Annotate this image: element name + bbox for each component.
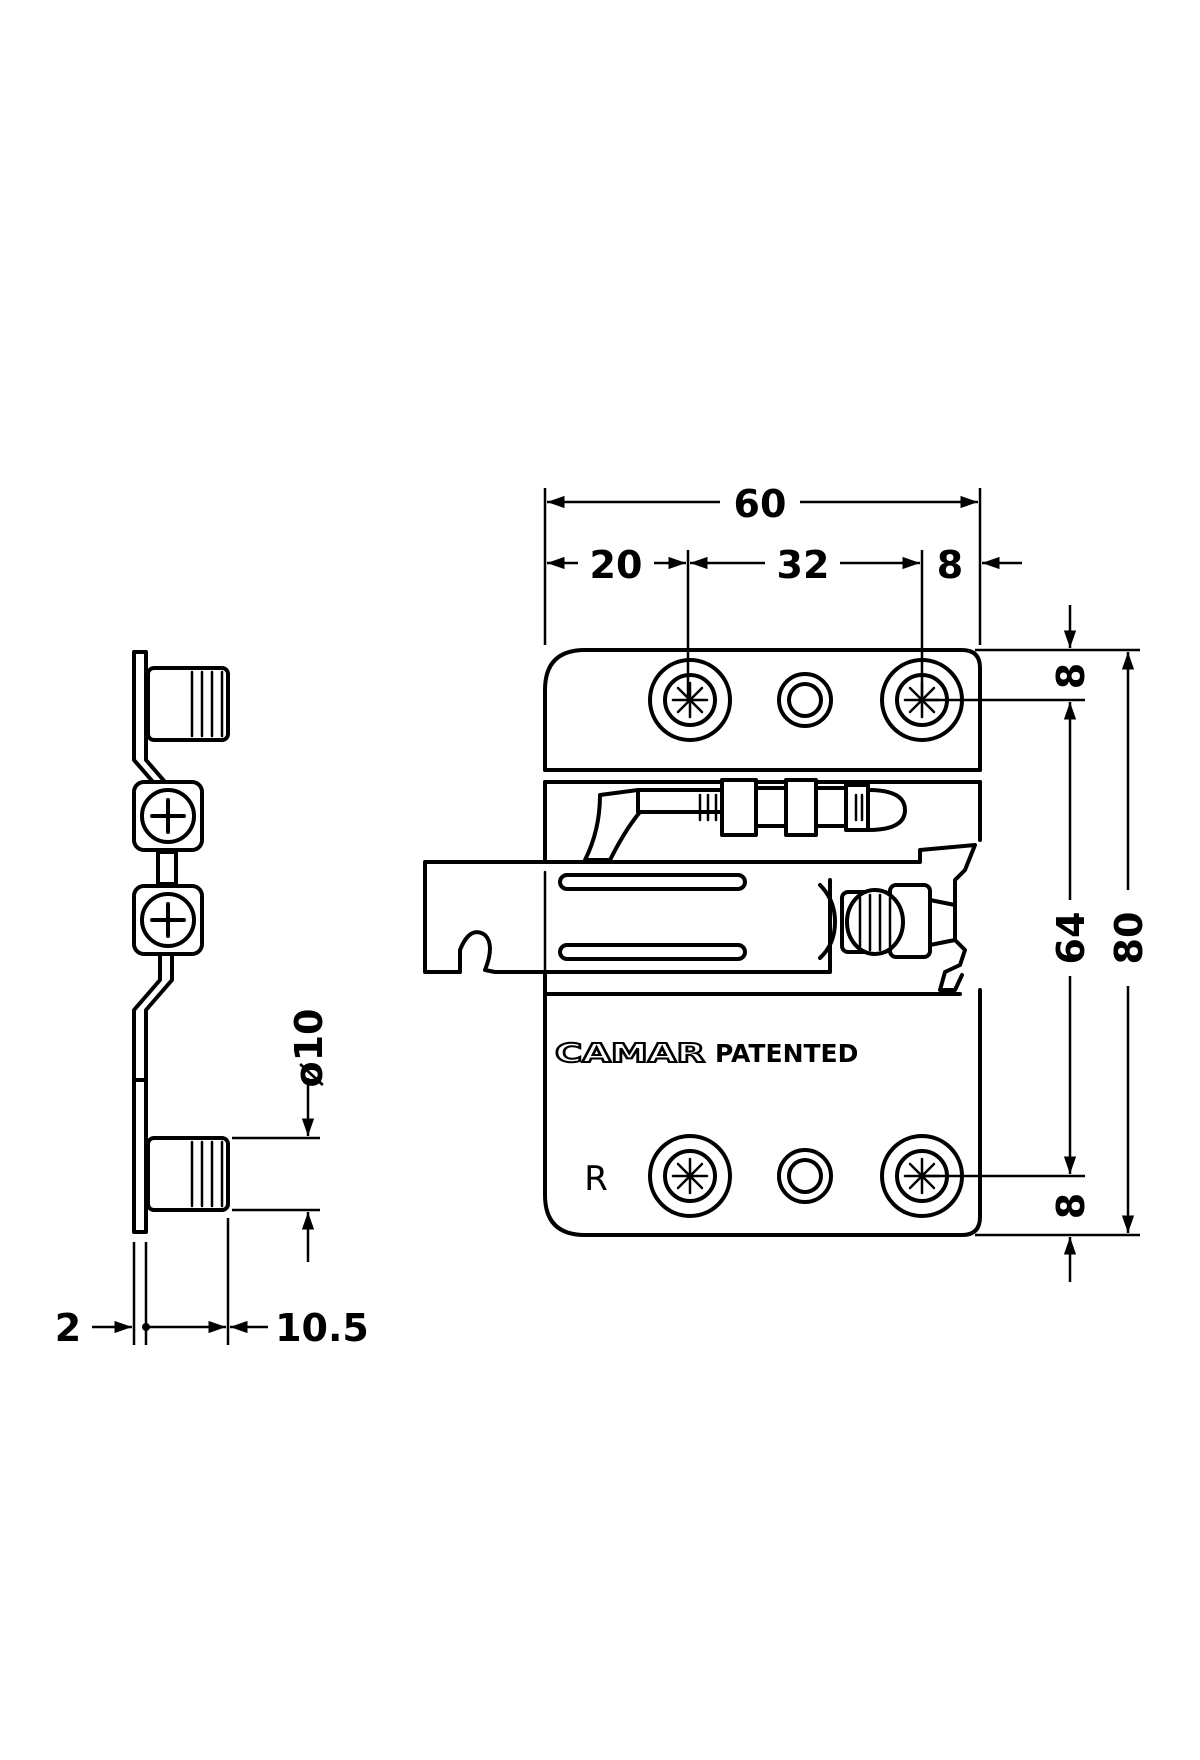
- dowel-length-label: 10.5: [275, 1306, 369, 1350]
- side-marking: R: [584, 1159, 608, 1199]
- bottom-plate: [543, 988, 982, 1237]
- brand-marking: CAMAR: [555, 1039, 705, 1069]
- phillips-screw-icon: [648, 658, 732, 742]
- bottom-offset-label: 8: [1049, 1193, 1093, 1219]
- arm-slot-upper: [558, 873, 747, 891]
- adjustment-screw-icon: [818, 883, 957, 960]
- front-view: CAMAR PATENTED R 60 20 32 8 8 64: [423, 482, 1151, 1282]
- adjustment-mechanism: [583, 778, 907, 862]
- plate-thickness-label: 2: [55, 1306, 81, 1350]
- top-plate: [543, 648, 982, 772]
- side-view: ø10 2 10.5: [55, 650, 369, 1350]
- top-offset-label: 8: [1049, 663, 1093, 689]
- left-edge-to-screw-label: 20: [590, 543, 643, 587]
- screw-spacing-label: 32: [777, 543, 830, 587]
- dowel-diameter-label: ø10: [287, 1009, 331, 1088]
- side-screw-lower: [132, 884, 204, 956]
- dowel-icon: [777, 672, 833, 728]
- dowel-icon: [777, 1148, 833, 1204]
- overall-height-label: 80: [1107, 912, 1151, 965]
- top-dowel: [146, 666, 230, 742]
- screw-vertical-spacing-label: 64: [1049, 912, 1093, 965]
- side-plate-profile: [132, 1078, 148, 1234]
- patent-marking: PATENTED: [715, 1039, 858, 1068]
- side-screw-upper: [132, 780, 204, 852]
- screw-to-right-edge-label: 8: [937, 543, 963, 587]
- overall-width-label: 60: [734, 482, 787, 526]
- bottom-dowel: [146, 1136, 230, 1212]
- phillips-screw-icon: [648, 1134, 732, 1218]
- arm-slot-lower: [558, 943, 747, 961]
